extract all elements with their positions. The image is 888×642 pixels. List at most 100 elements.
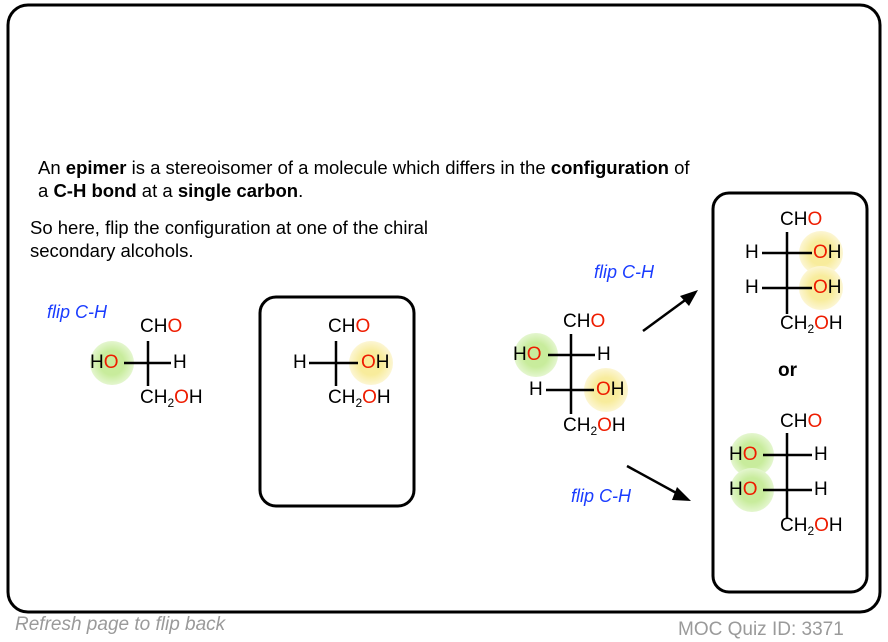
chem-label: CH xyxy=(780,313,808,334)
chem-label: CH xyxy=(780,411,808,432)
chem-label: H xyxy=(827,242,842,263)
yellow-highlight xyxy=(584,368,628,412)
flip-label: flip C-H xyxy=(571,486,632,506)
intro-line-2: a C-H bond at a single carbon. xyxy=(38,179,303,202)
atom-label: CH2OH xyxy=(780,515,843,537)
chem-label: H xyxy=(814,444,828,465)
atom-label: OH xyxy=(813,277,842,299)
atom-label: CH2OH xyxy=(780,313,843,335)
chem-label: O xyxy=(361,352,376,373)
chem-label: CH xyxy=(140,387,168,408)
yellow-highlight xyxy=(799,231,843,275)
chem-label: H xyxy=(513,344,527,365)
or-label: or xyxy=(778,360,797,381)
chem-label: H xyxy=(90,352,104,373)
chem-label: O xyxy=(174,387,189,408)
yellow-highlight xyxy=(799,266,843,310)
refresh-hint: Refresh page to flip back xyxy=(15,614,226,635)
chem-label: CH xyxy=(328,316,356,337)
chem-label: O xyxy=(742,444,758,465)
arrow-head xyxy=(680,290,698,306)
outer-card xyxy=(6,3,882,614)
answer-box-left xyxy=(258,295,416,508)
chem-label: O xyxy=(597,415,612,436)
chem-label: O xyxy=(807,209,823,230)
chem-label: 2 xyxy=(167,396,175,410)
chem-label: CH xyxy=(563,311,591,332)
chem-label: 2 xyxy=(807,322,815,336)
chem-label: H xyxy=(827,277,842,298)
chem-label: O xyxy=(167,316,183,337)
chem-label: O xyxy=(355,316,371,337)
chem-label: C-H bond xyxy=(53,180,137,201)
instruction-line-2: secondary alcohols. xyxy=(30,240,194,261)
chem-label: O xyxy=(526,344,542,365)
atom-label: OH xyxy=(596,379,625,401)
chem-label: O xyxy=(813,242,828,263)
chem-label: 2 xyxy=(355,396,363,410)
chem-label: of xyxy=(668,157,690,178)
atom-label: HO xyxy=(729,444,758,466)
chem-label: CH xyxy=(780,209,808,230)
atom-label: CHO xyxy=(563,311,605,333)
chem-label: CH xyxy=(563,415,591,436)
flip-label: flip C-H xyxy=(47,302,108,322)
arrow-up xyxy=(642,296,689,333)
instruction-line-1: So here, flip the configuration at one o… xyxy=(30,217,429,238)
atom-label: CHO xyxy=(780,209,822,231)
chem-label: H xyxy=(745,242,759,263)
atom-label: CH2OH xyxy=(563,415,626,437)
green-highlight xyxy=(730,468,774,512)
chem-label: H xyxy=(597,344,611,365)
chem-label: H xyxy=(375,352,390,373)
chem-label: H xyxy=(610,379,625,400)
atom-label: OH xyxy=(361,352,390,374)
atom-label: HO xyxy=(90,352,119,374)
chem-label: H xyxy=(611,415,626,436)
quiz-id: MOC Quiz ID: 3371 xyxy=(678,619,844,640)
chem-label: H xyxy=(529,379,543,400)
green-highlight xyxy=(90,341,134,385)
answer-box-right xyxy=(711,191,869,594)
atom-label: CHO xyxy=(140,316,182,338)
intro-line-1: An epimer is a stereoisomer of a molecul… xyxy=(38,156,690,179)
chem-label: is a stereoisomer of a molecule which di… xyxy=(126,157,551,178)
chem-label: single carbon xyxy=(177,180,299,201)
atom-label: CH2OH xyxy=(140,387,203,409)
arrow-down xyxy=(626,464,681,497)
atom-label: OH xyxy=(813,242,842,264)
chem-label: CH xyxy=(328,387,356,408)
chem-label: H xyxy=(828,515,843,536)
chem-label: O xyxy=(590,311,606,332)
green-highlight xyxy=(730,433,774,477)
chem-label: H xyxy=(293,352,307,373)
atom-label: CHO xyxy=(328,316,370,338)
chem-label: CH xyxy=(780,515,808,536)
chem-label: at a xyxy=(136,180,178,201)
flip-label: flip C-H xyxy=(594,262,655,282)
chem-label: 2 xyxy=(590,424,598,438)
chem-label: O xyxy=(596,379,611,400)
atom-label: CH2OH xyxy=(328,387,391,409)
chem-label: O xyxy=(813,277,828,298)
chem-label: O xyxy=(807,411,823,432)
chem-label: H xyxy=(376,387,391,408)
chem-label: H xyxy=(729,444,743,465)
atom-label: HO xyxy=(729,479,758,501)
chem-label: O xyxy=(103,352,119,373)
chem-label: a xyxy=(38,180,54,201)
chem-label: H xyxy=(745,277,759,298)
chem-label: O xyxy=(814,313,829,334)
chem-label: epimer xyxy=(65,157,127,178)
chem-label: configuration xyxy=(550,157,669,178)
atom-label: HO xyxy=(513,344,542,366)
chem-label: An xyxy=(38,157,66,178)
chem-label: H xyxy=(828,313,843,334)
chem-label: H xyxy=(173,352,187,373)
chem-label: H xyxy=(729,479,743,500)
atom-label: CHO xyxy=(780,411,822,433)
chem-label: . xyxy=(298,180,304,201)
yellow-highlight xyxy=(349,341,393,385)
chem-label: 2 xyxy=(807,524,815,538)
